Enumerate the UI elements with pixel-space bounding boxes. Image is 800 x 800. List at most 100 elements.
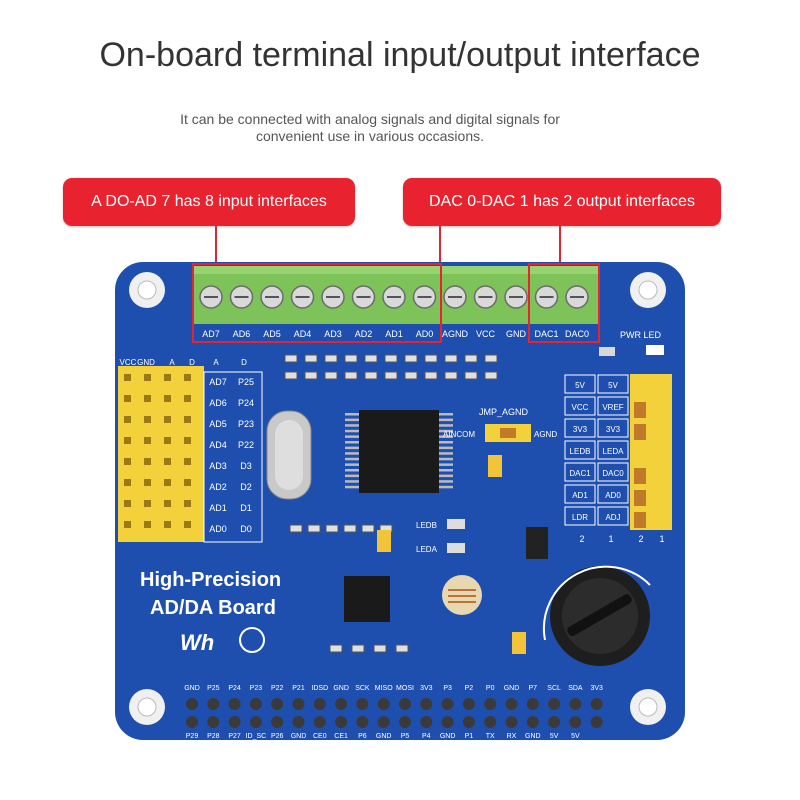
smd-resistor (344, 371, 358, 380)
right-jumper-label: AD1 (572, 491, 588, 500)
gpio-bottom-label: CE0 (313, 733, 327, 740)
right-jumper-label: LEDA (603, 447, 625, 456)
chip-pin (345, 463, 359, 466)
terminal-label: DAC1 (534, 329, 558, 339)
header-pin (164, 500, 171, 507)
gpio-pin (186, 698, 198, 710)
dac-chip (344, 576, 390, 622)
gpio-pin (548, 698, 561, 710)
smd-resistor (404, 371, 418, 380)
gpio-top-label: P0 (486, 685, 495, 692)
gpio-pin (441, 698, 454, 710)
right-jumper-label: DAC0 (602, 469, 624, 478)
gpio-pin (399, 716, 411, 728)
chip-pin (345, 418, 359, 422)
jumper-aincom-label: AINCOM (443, 430, 475, 439)
right-jumper-label: DAC1 (569, 469, 591, 478)
smd-resistor (343, 524, 357, 533)
right-jumper-caps (634, 402, 646, 528)
right-jumper-label-box (564, 506, 596, 526)
left-header-analog-label: AD0 (209, 524, 227, 534)
led-a-label: LEDA (416, 545, 438, 554)
chip-pin (439, 474, 453, 478)
smd-resistor (444, 354, 458, 363)
gpio-top-label: SDA (568, 685, 583, 692)
header-pin (164, 395, 171, 402)
left-header-digital-label: D1 (240, 503, 252, 513)
smd-resistor (424, 371, 438, 380)
brand-logo: Wh (180, 630, 214, 655)
right-jumper-label: ADJ (605, 513, 620, 522)
right-jumper-label: VCC (572, 403, 589, 412)
tantalum-capacitor (377, 530, 391, 552)
tantalum-capacitor (512, 632, 526, 654)
right-jumper-label-box (597, 396, 629, 416)
header-pin (184, 458, 191, 465)
gpio-pin (462, 698, 475, 710)
mascot-logo-icon (239, 627, 265, 653)
led-a (447, 543, 465, 553)
smd-resistor (464, 371, 478, 380)
gpio-pin (292, 716, 305, 728)
gpio-pin (292, 698, 305, 710)
chip-pin (439, 441, 453, 444)
gpio-top-label: P24 (228, 685, 241, 692)
gpio-pin (207, 716, 220, 728)
right-jumper-label-box (597, 418, 629, 438)
header-pin (144, 395, 151, 402)
gpio-top-label: SCK (355, 685, 370, 692)
gpio-pin (271, 716, 284, 728)
gpio-bottom-label: P26 (271, 733, 284, 740)
chip-pin (439, 429, 453, 433)
chip-pin (345, 435, 359, 438)
board-name-line-2: AD/DA Board (150, 597, 276, 619)
smd-resistor (329, 644, 343, 653)
jumper-cap (634, 490, 646, 506)
header-pin (164, 521, 171, 528)
gpio-bottom-label: CE1 (334, 733, 348, 740)
smd-resistor (395, 644, 409, 653)
header-pin (184, 500, 191, 507)
left-header-analog-label: AD4 (209, 440, 227, 450)
gpio-pin (249, 716, 262, 728)
left-header-digital-label: P23 (238, 419, 254, 429)
right-jumper-label-box (564, 440, 596, 460)
smd-resistor (364, 371, 378, 380)
right-jumper-label-box (597, 462, 629, 482)
gpio-pin (335, 698, 348, 710)
jumper-agnd-label: JMP_AGND (479, 407, 529, 417)
chip-pin (345, 413, 359, 416)
left-header-top-label: A (213, 358, 219, 367)
smd-resistor (284, 354, 298, 363)
gpio-bottom-label: P27 (228, 733, 241, 740)
header-pin (144, 458, 151, 465)
gpio-bottom-label: GND (525, 733, 541, 740)
right-jumper-label-box (564, 418, 596, 438)
smd-resistor (384, 354, 398, 363)
chip-pin (345, 446, 359, 450)
terminal-label: AD6 (233, 329, 251, 339)
gpio-bottom-label: RX (507, 733, 517, 740)
gpio-pin (441, 716, 454, 728)
gpio-top-label: P25 (207, 685, 220, 692)
gpio-pin (399, 698, 411, 710)
left-header-digital-label: D3 (240, 461, 252, 471)
header-pin (124, 437, 131, 444)
gpio-top-label: MOSI (396, 685, 414, 692)
gpio-pin (569, 716, 582, 728)
gpio-pin (526, 716, 539, 728)
chip-pin (439, 413, 453, 416)
header-pin (124, 479, 131, 486)
gpio-bottom-label: P6 (358, 733, 367, 740)
jumper-cap (634, 512, 646, 528)
right-jumper-header (630, 374, 672, 530)
right-jumper-number: 2 (579, 534, 584, 544)
right-jumper-label-box (564, 462, 596, 482)
right-jumper-label: 5V (575, 381, 585, 390)
header-pin (184, 521, 191, 528)
header-pin (184, 374, 191, 381)
